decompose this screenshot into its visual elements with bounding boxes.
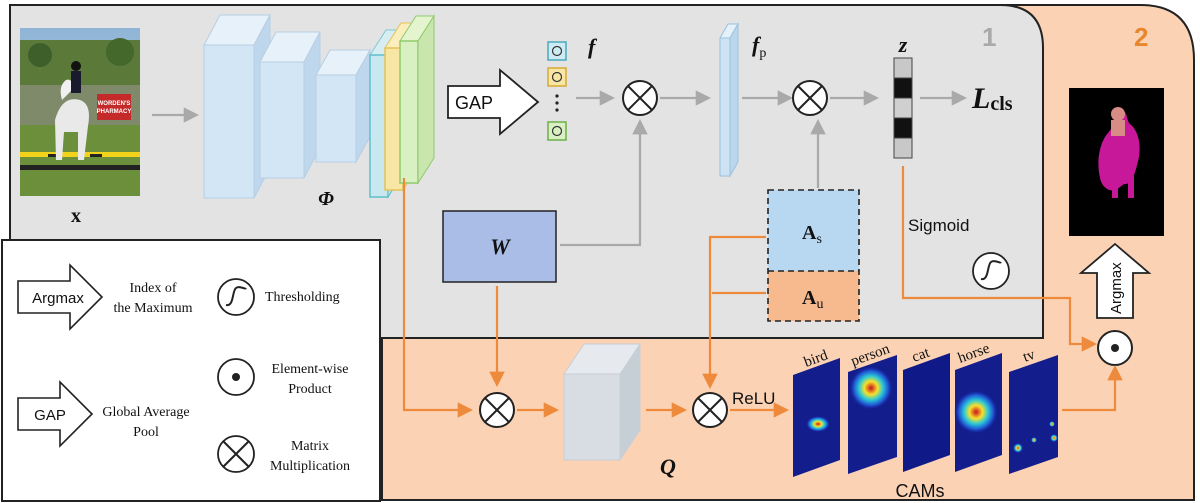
legend-matmul-icon — [217, 435, 255, 473]
region-1-label: 1 — [982, 22, 996, 52]
cam-horse — [954, 353, 1002, 472]
thresholding-icon — [972, 252, 1010, 290]
elementwise-product-op — [1097, 330, 1133, 366]
argmax-vertical-label: Argmax — [1108, 262, 1125, 314]
matmul-op-2 — [792, 80, 828, 116]
legend-gap-desc-2: Pool — [133, 425, 159, 440]
q-block — [563, 342, 641, 462]
feature-map-stack — [369, 14, 435, 199]
loss-label: Lcls — [971, 82, 1013, 115]
matmul-op-4 — [692, 392, 728, 428]
fp-vector — [719, 22, 739, 178]
z-label: z — [898, 32, 908, 57]
fp-label-sub: p — [759, 46, 766, 61]
cam-person — [848, 355, 897, 474]
arrow-z-to-product — [901, 166, 1098, 352]
q-label: Q — [660, 454, 676, 479]
cam-label: cat — [910, 344, 933, 365]
a-u-label: Au — [802, 287, 823, 312]
legend-thresholding-desc: Thresholding — [265, 290, 340, 305]
matmul-op-3 — [479, 392, 515, 428]
w-box — [442, 210, 557, 283]
image-sign-text-1: WORDEN'S — [98, 101, 131, 107]
arrow-features-to-matmul-3 — [402, 178, 474, 418]
legend-elementwise-icon — [217, 358, 255, 396]
legend-matmul-desc-2: Multiplication — [270, 459, 350, 474]
argmax-vertical-arrow: Argmax — [1078, 242, 1152, 319]
arrow-cams-to-product — [1062, 364, 1123, 412]
x-label: x — [71, 205, 81, 227]
sigmoid-label: Sigmoid — [908, 216, 969, 235]
phi-label: Φ — [318, 188, 334, 210]
legend-argmax-arrow: Argmax — [17, 263, 104, 331]
cam-label: bird — [802, 347, 831, 370]
image-sign-text-2: PHARMACY — [97, 109, 132, 115]
gap-arrow: GAP — [447, 68, 540, 136]
legend-matmul-desc-1: Matrix — [291, 439, 329, 454]
cam-cat — [903, 353, 950, 472]
a-s-box — [768, 190, 859, 271]
legend-gap-box-label: GAP — [34, 407, 66, 424]
legend-argmax-desc-1: Index of — [129, 281, 176, 296]
loss-label-sub: cls — [990, 93, 1012, 115]
arrow-w-to-matmul-1 — [560, 118, 648, 247]
z-vector — [893, 57, 913, 159]
backbone-phi — [203, 14, 435, 199]
input-image: WORDEN'S PHARMACY — [20, 28, 140, 196]
a-u-box — [768, 271, 859, 321]
legend-argmax-box-label: Argmax — [32, 290, 84, 307]
f-vector — [547, 41, 567, 141]
legend-gap-arrow: GAP — [17, 380, 94, 448]
fp-label: fp — [752, 32, 766, 61]
region-2-label: 2 — [1134, 22, 1148, 52]
w-label: W — [490, 234, 511, 259]
legend-elementwise-desc-1: Element-wise — [272, 362, 349, 377]
matmul-op-1 — [622, 80, 658, 116]
a-u-label-sub: u — [816, 297, 823, 312]
arrow-as-to-matmul-4 — [702, 235, 766, 390]
legend-argmax-desc-2: the Maximum — [114, 301, 193, 316]
segmentation-output — [1069, 88, 1164, 236]
relu-label: ReLU — [732, 389, 775, 408]
f-label: f — [588, 34, 598, 59]
legend-gap-desc-1: Global Average — [102, 405, 189, 420]
cams-group — [793, 353, 1058, 477]
a-box-group — [767, 189, 860, 322]
cams-label: CAMs — [896, 481, 945, 501]
legend-elementwise-desc-2: Product — [288, 382, 332, 397]
a-s-label-sub: s — [816, 232, 821, 247]
a-s-label: As — [802, 222, 822, 247]
gap-arrow-label: GAP — [455, 93, 493, 113]
cam-bird — [793, 358, 840, 477]
legend-thresholding-icon — [217, 278, 255, 316]
cam-tv — [1009, 355, 1058, 474]
